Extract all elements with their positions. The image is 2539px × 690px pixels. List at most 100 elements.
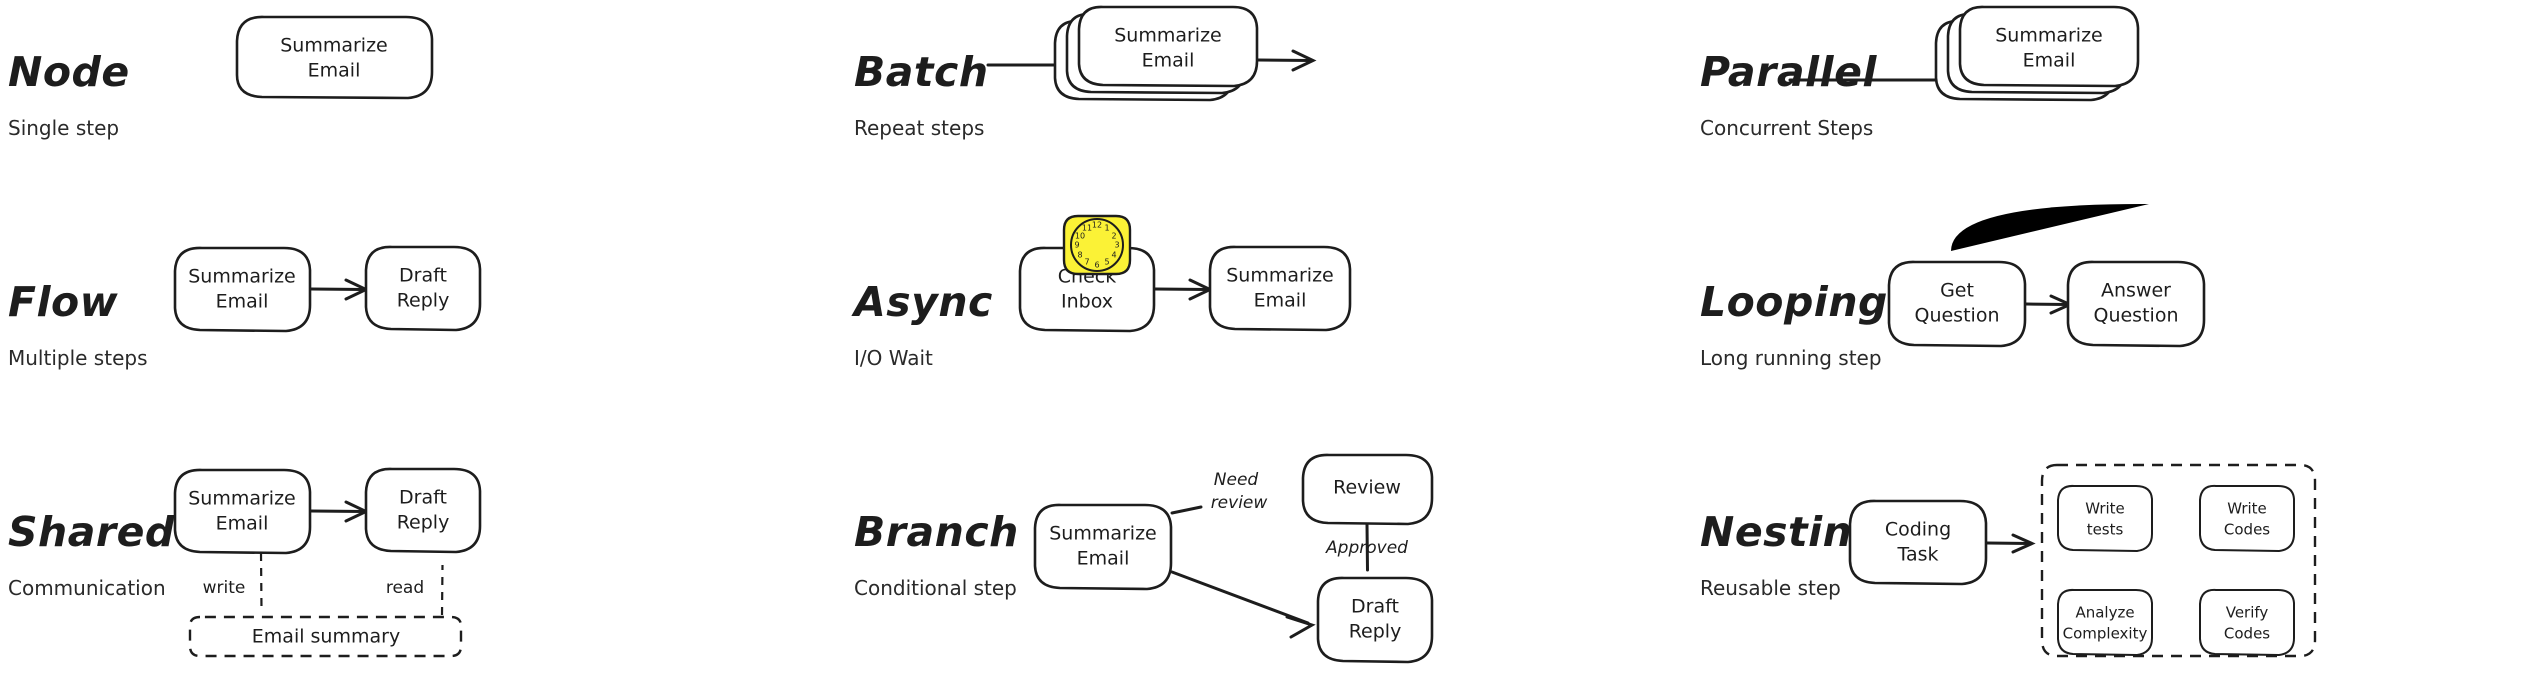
clock-numerals: 12 1 2 3 4 5 6 7 8 9 10 11 bbox=[1074, 221, 1119, 270]
section-flow-diagram: Summarize Email Draft Reply bbox=[160, 230, 846, 460]
section-looping-labels: Looping Long running step bbox=[1700, 230, 1950, 460]
node-label-line1: Get bbox=[1940, 280, 1974, 302]
section-subtitle: Concurrent Steps bbox=[1700, 116, 1874, 140]
node-label-line2: Email bbox=[1077, 548, 1130, 570]
node-label-email-summary: Email summary bbox=[252, 626, 400, 648]
node-label-line1: Answer bbox=[2101, 280, 2171, 302]
section-branch: Branch Conditional step Summarize Email … bbox=[846, 453, 1692, 690]
node-box-summarize-email[interactable]: Summarize Email bbox=[173, 246, 312, 333]
svg-text:1: 1 bbox=[1104, 224, 1109, 233]
column-three: Parallel Concurrent Steps bbox=[1692, 0, 2538, 690]
node-label-line1: Verify bbox=[2226, 604, 2269, 622]
edge-label-write: write bbox=[203, 578, 246, 598]
edge-coding-to-subflow bbox=[1985, 533, 2036, 554]
edge-summarize-to-draft bbox=[309, 500, 370, 523]
svg-text:5: 5 bbox=[1104, 258, 1109, 267]
node-label-line1: Draft bbox=[399, 265, 447, 287]
section-subtitle: Single step bbox=[8, 116, 120, 140]
edge-label-line1: Need bbox=[1214, 470, 1259, 490]
node-label-line2: Email bbox=[1142, 50, 1195, 72]
subflow-container bbox=[2040, 463, 2317, 658]
svg-text:2: 2 bbox=[1111, 232, 1116, 241]
node-box-verify-codes[interactable]: Verify Codes bbox=[2199, 588, 2295, 656]
node-label-line2: Codes bbox=[2224, 625, 2270, 643]
node-label-line1: Write bbox=[2227, 500, 2267, 518]
edge-approved: Approved bbox=[1325, 522, 1408, 572]
edge-write: write bbox=[203, 552, 263, 611]
column-one: Node Single step Summarize Email Flow Mu… bbox=[0, 0, 846, 690]
edge-verify-to-analyze bbox=[2155, 622, 2199, 623]
edge-label-read: read bbox=[386, 578, 424, 598]
node-label-line1: Summarize bbox=[1114, 25, 1222, 47]
section-nesting-diagram: Coding Task Write tests bbox=[1848, 460, 2538, 690]
node-box-analyze-complexity[interactable]: Analyze Complexity bbox=[2057, 588, 2153, 656]
node-box-draft-reply[interactable]: Draft Reply bbox=[364, 245, 482, 332]
node-box-draft-reply[interactable]: Draft Reply bbox=[1316, 576, 1434, 664]
svg-text:6: 6 bbox=[1094, 261, 1099, 270]
node-box-write-codes[interactable]: Write Codes bbox=[2199, 484, 2295, 552]
edge-summarize-to-draft bbox=[1170, 570, 1316, 639]
svg-text:7: 7 bbox=[1084, 258, 1089, 267]
node-box-summarize-email[interactable]: Summarize Email bbox=[1208, 245, 1352, 332]
edges-parallel-in bbox=[1788, 78, 1938, 82]
svg-text:8: 8 bbox=[1077, 251, 1082, 260]
node-label-line2: Email bbox=[1254, 290, 1307, 312]
node-label-line1: Analyze bbox=[2075, 604, 2134, 622]
node-label-line2: Email bbox=[308, 60, 361, 82]
section-subtitle: I/O Wait bbox=[854, 346, 933, 370]
section-title: Flow bbox=[8, 278, 119, 326]
node-label-line2: tests bbox=[2087, 521, 2124, 539]
node-label-line2: Email bbox=[216, 513, 269, 535]
section-title: Branch bbox=[854, 508, 1019, 556]
section-title: Looping bbox=[1700, 278, 1888, 326]
section-node: Node Single step Summarize Email bbox=[0, 0, 846, 230]
node-box-write-tests[interactable]: Write tests bbox=[2057, 484, 2153, 552]
section-parallel-labels: Parallel Concurrent Steps bbox=[1700, 0, 1950, 230]
node-box-draft-reply[interactable]: Draft Reply bbox=[364, 467, 482, 554]
section-node-diagram: Summarize Email bbox=[160, 0, 846, 230]
node-label-line2: Question bbox=[2094, 305, 2179, 327]
node-label-line2: Question bbox=[1915, 305, 2000, 327]
node-label-line1: Summarize bbox=[188, 266, 296, 288]
node-box-answer-question[interactable]: Answer Question bbox=[2066, 260, 2206, 348]
section-title: Async bbox=[854, 278, 993, 326]
node-box-review[interactable]: Review bbox=[1301, 453, 1434, 526]
node-box-email-summary[interactable]: Email summary bbox=[188, 615, 463, 658]
svg-text:10: 10 bbox=[1075, 232, 1085, 241]
section-looping: Looping Long running step Get Question bbox=[1692, 203, 2538, 460]
node-box-get-question[interactable]: Get Question bbox=[1887, 260, 2027, 348]
section-title: Shared bbox=[8, 508, 175, 556]
node-label-line1: Summarize bbox=[280, 35, 388, 57]
node-box-coding-task[interactable]: Coding Task bbox=[1848, 499, 1988, 586]
node-box-summarize-email[interactable]: Summarize Email bbox=[235, 15, 434, 100]
section-branch-labels: Branch Conditional step bbox=[854, 460, 1104, 690]
node-box-summarize-email[interactable]: Summarize Email bbox=[1077, 5, 1259, 88]
edge-check-to-summarize bbox=[1153, 278, 1214, 301]
node-box-summarize-email[interactable]: Summarize Email bbox=[1958, 5, 2140, 88]
node-box-summarize-email[interactable]: Summarize Email bbox=[1033, 503, 1173, 591]
node-label-line1: Summarize bbox=[1049, 523, 1157, 545]
edge-loop-back bbox=[1951, 203, 2149, 251]
edge-summarize-to-draft bbox=[309, 278, 370, 301]
section-subtitle: Multiple steps bbox=[8, 346, 148, 370]
section-flow-labels: Flow Multiple steps bbox=[8, 230, 258, 460]
section-shared-labels: Shared Communication bbox=[8, 460, 258, 690]
node-label-line2: Inbox bbox=[1061, 291, 1113, 313]
node-label-line1: Summarize bbox=[188, 488, 296, 510]
node-label-line2: Complexity bbox=[2063, 625, 2148, 643]
section-title: Batch bbox=[854, 48, 989, 96]
node-label-line1: Summarize bbox=[1226, 265, 1334, 287]
section-parallel: Parallel Concurrent Steps bbox=[1692, 0, 2538, 230]
node-label-line1: Write bbox=[2085, 500, 2125, 518]
edge-need-review: Need review bbox=[1170, 470, 1267, 515]
node-box-summarize-email[interactable]: Summarize Email bbox=[173, 468, 312, 555]
node-label-line2: Reply bbox=[1349, 621, 1402, 643]
section-parallel-diagram: Summarize Email bbox=[1788, 0, 2538, 230]
node-label-review: Review bbox=[1333, 477, 1401, 499]
node-label-line2: Task bbox=[1896, 544, 1938, 566]
section-async: Async I/O Wait Check Inbox 12 bbox=[846, 214, 1692, 460]
edge-batch-out bbox=[1256, 49, 1317, 72]
section-shared: Shared Communication Summarize Email bbox=[0, 460, 846, 690]
node-label-line2: Codes bbox=[2224, 521, 2270, 539]
